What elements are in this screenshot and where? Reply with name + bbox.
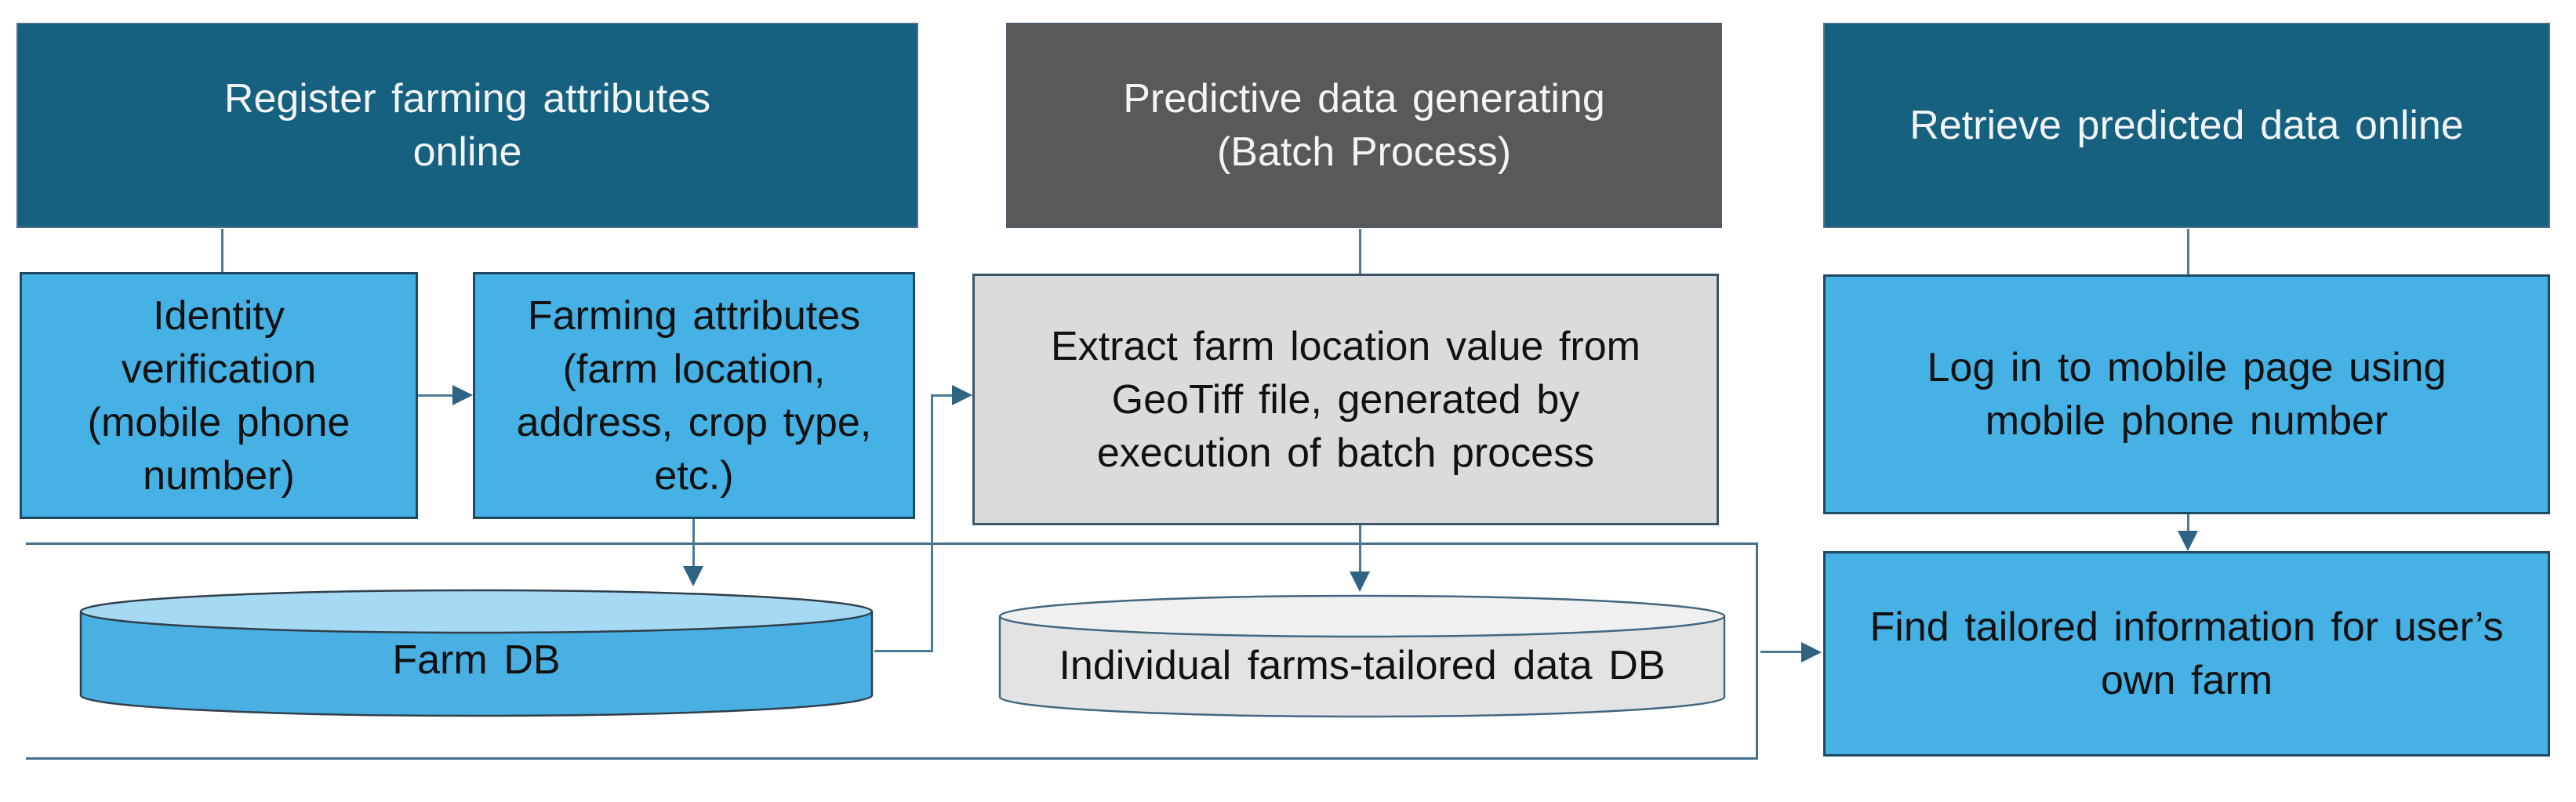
db-flow-container-outline [26, 543, 1758, 760]
individual-db-cylinder: Individual farms-tailored data DB [997, 593, 1727, 719]
farm-db-label: Farm DB [392, 637, 561, 683]
connector-farmdb-elbow-top [931, 394, 952, 397]
register-header-box: Register farming attributes online [16, 23, 918, 228]
retrieve-header-label: Retrieve predicted data online [1909, 103, 2464, 148]
connector-farmdb-elbow-horizontal [874, 650, 933, 652]
retrieve-header-box: Retrieve predicted data online [1823, 23, 2550, 228]
predictive-header-box: Predictive data generating (Batch Proces… [1006, 23, 1722, 228]
connector-register-to-identity [221, 229, 223, 272]
find-info-label: Find tailored information for user’s own… [1869, 604, 2504, 703]
login-mobile-box: Log in to mobile page using mobile phone… [1823, 274, 2550, 514]
arrow-extract-to-individualdb [1359, 525, 1361, 572]
individual-db-label: Individual farms-tailored data DB [1059, 643, 1666, 688]
register-header-label: Register farming attributes online [223, 76, 711, 175]
farming-attributes-box: Farming attributes (farm location, addre… [473, 272, 915, 519]
farm-db-cylinder: Farm DB [78, 588, 874, 718]
cylinder-shape [998, 594, 1726, 718]
predictive-header-label: Predictive data generating (Batch Proces… [1123, 76, 1605, 175]
arrow-login-to-find [2187, 514, 2189, 532]
farming-attributes-label: Farming attributes (farm location, addre… [516, 292, 872, 499]
connector-farmdb-elbow-vertical [931, 394, 933, 652]
login-mobile-label: Log in to mobile page using mobile phone… [1927, 345, 2447, 444]
arrowhead-right-icon [1801, 642, 1822, 662]
find-info-box: Find tailored information for user’s own… [1823, 551, 2550, 757]
arrow-container-to-find [1760, 651, 1801, 653]
connector-retrieve-to-login [2187, 229, 2189, 274]
arrow-identity-to-farming [418, 394, 454, 397]
arrowhead-down-icon [683, 566, 703, 586]
cylinder-shape [79, 589, 874, 717]
arrow-farming-to-farmdb [692, 519, 695, 568]
arrowhead-down-icon [2178, 531, 2198, 551]
extract-geotiff-label: Extract farm location value from GeoTiff… [1051, 323, 1640, 476]
extract-geotiff-box: Extract farm location value from GeoTiff… [972, 274, 1719, 525]
arrowhead-down-icon [1350, 572, 1370, 592]
identity-verification-box: Identity verification (mobile phone numb… [20, 272, 418, 519]
identity-verification-label: Identity verification (mobile phone numb… [87, 292, 351, 499]
arrowhead-right-icon [452, 385, 473, 405]
arrowhead-right-icon [952, 385, 972, 405]
connector-predictive-to-extract [1359, 229, 1361, 274]
